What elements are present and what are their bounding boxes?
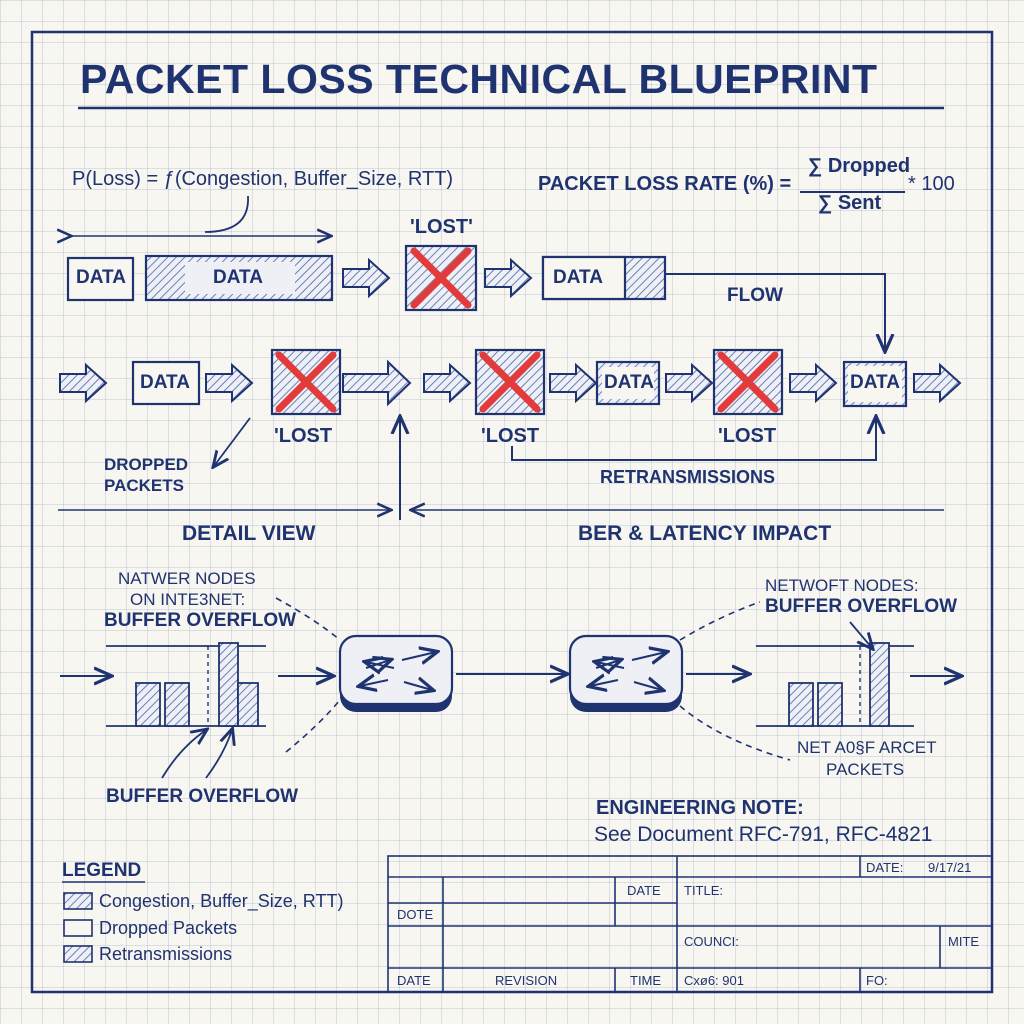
- dropped-packets-label-1: DROPPED: [104, 455, 189, 474]
- left-buffer-overflow-label: BUFFER OVERFLOW: [106, 786, 299, 807]
- flow-connector: [665, 273, 885, 350]
- row2-arrow-2: [205, 364, 253, 402]
- tb-title-label: TITLE:: [684, 883, 724, 898]
- tb-date-value: 9/17/21: [928, 860, 972, 875]
- loss-rate-label: PACKET LOSS RATE (%) =: [538, 173, 792, 195]
- row2-data-label-1: DATA: [140, 372, 190, 393]
- right-nodes-line-1: NETWOFT NODES:: [765, 576, 919, 595]
- tb-dote: DOTE: [397, 907, 434, 922]
- left-nodes-line-1: NATWER NODES: [118, 569, 256, 588]
- retransmissions-label: RETRANSMISSIONS: [600, 467, 776, 487]
- tb-revision: REVISION: [495, 973, 558, 988]
- title-block-grid: [387, 855, 993, 993]
- dropped-packets-label-2: PACKETS: [104, 476, 184, 495]
- right-buffer-bar-1: [788, 682, 814, 727]
- row1-data-box-1: [66, 256, 135, 302]
- formula-pointer: [204, 195, 249, 233]
- dropped-pointer: [214, 417, 251, 466]
- tb-date-label: DATE:: [866, 860, 904, 875]
- legend-item-retransmissions: Retransmissions: [99, 944, 233, 964]
- loss-rate-multiplier: * 100: [908, 173, 955, 195]
- row2-lost-label-3: 'LOST: [718, 425, 777, 447]
- row2-arrow-6: [665, 364, 713, 402]
- legend-heading: LEGEND: [62, 860, 142, 881]
- row1-lost-label: 'LOST': [410, 216, 473, 238]
- flow-label: FLOW: [727, 285, 783, 306]
- loss-probability-formula: P(Loss) = ƒ(Congestion, Buffer_Size, RTT…: [72, 168, 454, 190]
- legend-swatch-dropped: [63, 919, 93, 937]
- row1-data-label-1: DATA: [76, 267, 126, 288]
- left-buffer-bar-1: [135, 682, 161, 727]
- ber-latency-heading: BER & LATENCY IMPACT: [578, 522, 832, 545]
- row1-arrow-2: [484, 259, 532, 297]
- right-nodes-bottom-2: PACKETS: [826, 760, 905, 779]
- router-1: [338, 634, 454, 706]
- tb-code: Cxø6: 901: [684, 973, 744, 988]
- tb-fo: FO:: [866, 973, 888, 988]
- row2-lost-label-1: 'LOST: [274, 425, 333, 447]
- row2-arrow-3: [342, 359, 412, 407]
- left-buffer-bar-2: [164, 682, 190, 727]
- left-nodes-line-3: BUFFER OVERFLOW: [104, 610, 297, 631]
- row1-data-label-2: DATA: [213, 267, 263, 288]
- legend-swatch-congestion: [63, 892, 93, 910]
- right-nodes-bottom-1: NET A0§F ARCET: [797, 738, 937, 757]
- retransmissions-bracket: [511, 418, 876, 461]
- row2-arrow-4: [423, 364, 471, 402]
- row2-arrow-1: [59, 364, 107, 402]
- tb-date-bottom: DATE: [397, 973, 431, 988]
- legend-item-dropped: Dropped Packets: [99, 918, 238, 938]
- row2-data-label-3: DATA: [850, 372, 900, 393]
- row2-data-label-2: DATA: [604, 372, 654, 393]
- page-title: PACKET LOSS TECHNICAL BLUEPRINT: [80, 56, 878, 102]
- row2-arrow-8: [913, 364, 961, 402]
- detail-view-heading: DETAIL VIEW: [182, 522, 316, 545]
- engineering-note-text: See Document RFC-791, RFC-4821: [594, 823, 933, 846]
- right-buffer-bar-2: [817, 682, 843, 727]
- router-2: [568, 634, 684, 706]
- loss-rate-denominator: ∑ Sent: [818, 192, 882, 214]
- left-buffer-bar-overflow: [218, 642, 239, 727]
- legend-swatch-retrans: [63, 945, 93, 963]
- row2-arrow-7: [789, 364, 837, 402]
- row1-arrow-1: [342, 259, 390, 297]
- tb-date-mid: DATE: [627, 883, 661, 898]
- loss-rate-numerator: ∑ Dropped: [808, 155, 911, 177]
- row2-arrow-5: [549, 364, 597, 402]
- left-nodes-line-2: ON INTE3NET:: [130, 590, 246, 609]
- right-nodes-line-2: BUFFER OVERFLOW: [765, 596, 958, 617]
- tb-time: TIME: [630, 973, 662, 988]
- row2-lost-label-2: 'LOST: [481, 425, 540, 447]
- tb-council: COUNCI:: [684, 934, 739, 949]
- left-buffer-bar-3: [237, 682, 259, 727]
- right-buffer-bar-overflow: [869, 642, 890, 727]
- row1-data-label-3: DATA: [553, 267, 603, 288]
- tb-mite: MITE: [948, 934, 980, 949]
- legend-item-congestion: Congestion, Buffer_Size, RTT): [99, 891, 344, 911]
- row2-data-box-1: [131, 360, 201, 406]
- engineering-note-heading: ENGINEERING NOTE:: [596, 797, 804, 819]
